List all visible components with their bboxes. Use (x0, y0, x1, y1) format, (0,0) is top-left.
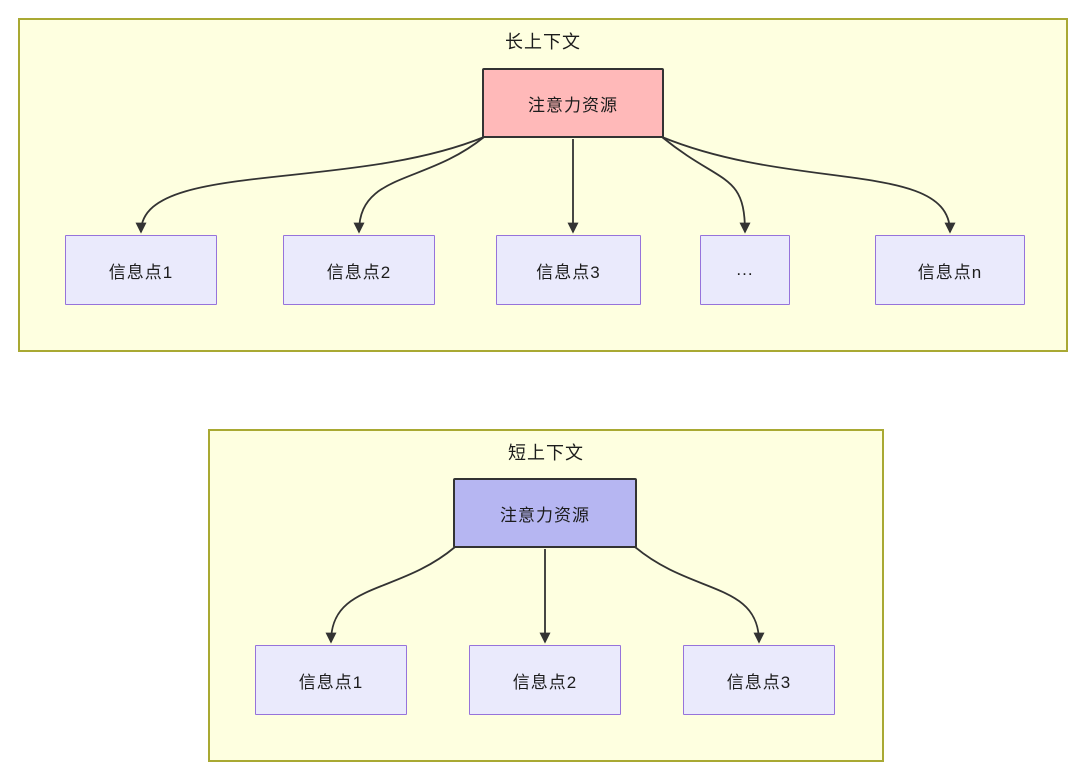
long-attention-resource-node: 注意力资源 (482, 68, 664, 138)
long-info-point-2-node: 信息点2 (283, 235, 435, 305)
long-info-point-n-node: 信息点n (875, 235, 1025, 305)
long-info-point-ellipsis-node: ... (700, 235, 790, 305)
long-info-point-1-node: 信息点1 (65, 235, 217, 305)
short-context-title: 短上下文 (508, 443, 584, 463)
short-info-point-1-node: 信息点1 (255, 645, 407, 715)
short-info-point-3-node: 信息点3 (683, 645, 835, 715)
long-context-title: 长上下文 (505, 32, 581, 52)
long-info-point-3-node: 信息点3 (496, 235, 641, 305)
short-attention-resource-node: 注意力资源 (453, 478, 637, 548)
short-info-point-2-node: 信息点2 (469, 645, 621, 715)
